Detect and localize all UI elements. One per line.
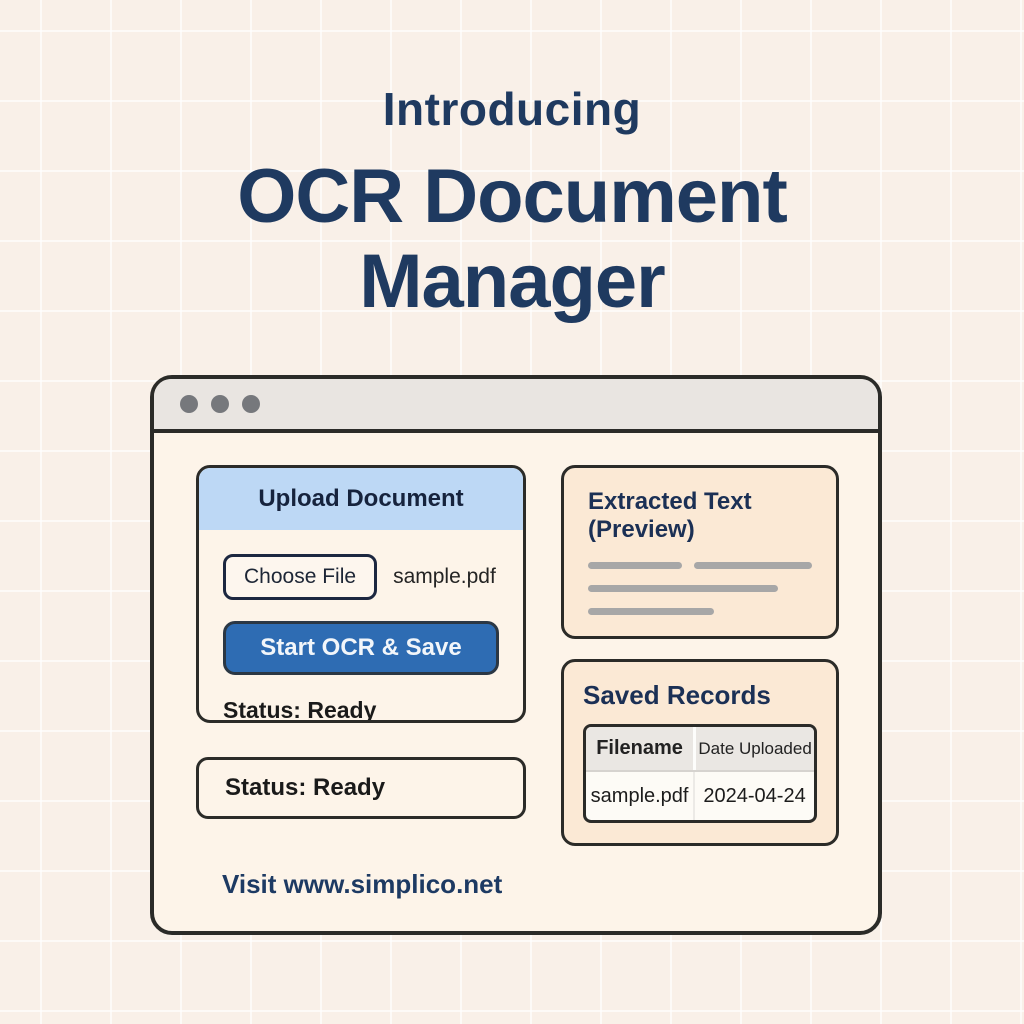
text-placeholder-lines [588,562,812,616]
extracted-text-title: Extracted Text (Preview) [588,488,752,544]
placeholder-line-row [588,608,812,616]
website-link[interactable]: Visit www.simplico.net [222,869,503,899]
start-ocr-save-button[interactable]: Start OCR & Save [223,621,499,675]
upload-status-text: Status: Ready [223,697,377,723]
window-control-dot[interactable] [242,395,260,413]
text-placeholder-line [588,608,714,616]
window-content: Upload Document Choose File sample.pdf S… [154,433,878,931]
column-header-date-uploaded: Date Uploaded [693,727,814,770]
cell-date-uploaded: 2024-04-24 [693,772,814,820]
column-header-filename: Filename [596,737,683,759]
window-control-dot[interactable] [211,395,229,413]
upload-document-card: Upload Document Choose File sample.pdf S… [196,465,526,723]
upload-card-body: Choose File sample.pdf Start OCR & Save … [199,530,523,723]
extracted-text-card: Extracted Text (Preview) [561,465,839,639]
upload-card-header: Upload Document [199,468,523,530]
selected-file-name: sample.pdf [393,565,496,588]
placeholder-line-row [588,562,812,570]
cell-filename: sample.pdf [590,784,689,807]
file-picker-row: Choose File sample.pdf [223,554,499,600]
placeholder-line-row [588,585,812,593]
status-box-text: Status: Ready [225,774,386,801]
text-placeholder-line [588,585,778,593]
hero-section: Introducing OCR Document Manager [0,0,1024,324]
page-title: OCR Document Manager [237,154,788,325]
choose-file-button[interactable]: Choose File [223,554,378,600]
saved-records-card: Saved Records Filename Date Uploaded sam… [561,659,839,846]
status-box: Status: Ready [196,757,526,819]
saved-records-title: Saved Records [583,680,771,710]
table-header-row: Filename Date Uploaded [586,727,814,772]
app-window: Upload Document Choose File sample.pdf S… [150,375,882,935]
table-row: sample.pdf 2024-04-24 [586,772,814,820]
intro-label: Introducing [382,83,642,135]
saved-records-table: Filename Date Uploaded sample.pdf 2024-0… [583,724,817,823]
window-control-dot[interactable] [180,395,198,413]
text-placeholder-line [694,562,812,570]
window-titlebar [154,379,878,433]
text-placeholder-line [588,562,682,570]
